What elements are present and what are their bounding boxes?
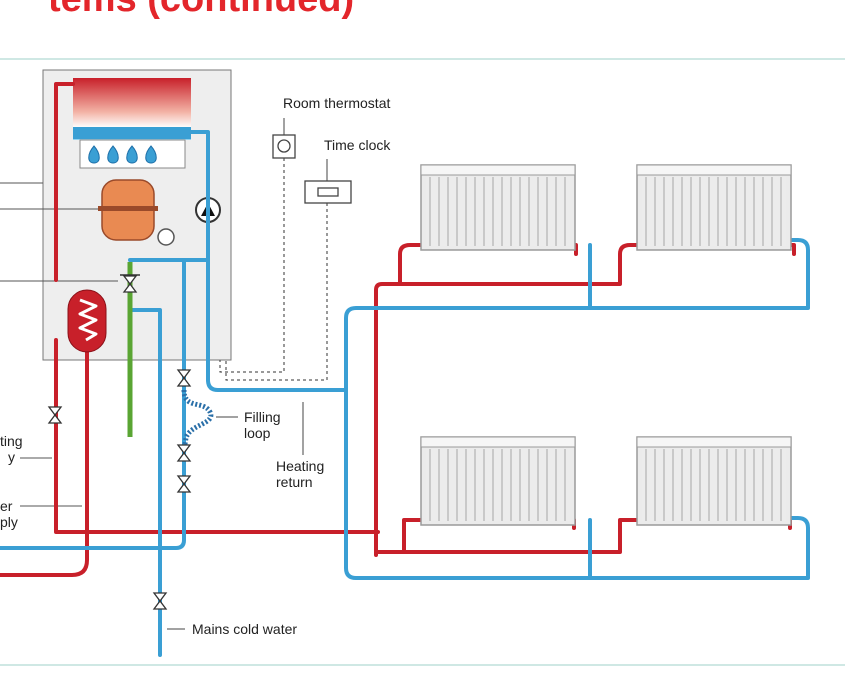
page-title: tems (continued) [48,0,354,21]
label-time-clock: Time clock [324,137,391,153]
label-heating-return-line1: Heating [276,458,325,474]
control-wiring [219,158,328,381]
valves [47,275,192,610]
heating-return-pipes [0,130,810,657]
label-room-thermostat: Room thermostat [283,95,391,111]
valve-icon [47,406,63,424]
radiator-top-left [420,164,576,251]
label-heating-return-line2: return [276,474,313,490]
radiator-bottom-left [420,436,576,526]
valve-icon [122,275,138,293]
heat-exchanger-water [73,127,191,139]
expansion-vessel-band [98,206,158,211]
thermostat-dial-icon [277,139,291,153]
time-clock-display [317,187,339,197]
leader-lines-right [167,402,304,630]
flame-icon [88,145,157,164]
heating-flow-pipes [0,82,796,577]
valve-icon [176,475,192,493]
filling-loop-hose [181,389,214,451]
label-heating-flow-line1: ting [0,433,23,449]
label-heating-flow-line2: y [8,449,15,465]
label-filling-loop-line1: Filling [244,409,281,425]
pressure-gauge [157,228,175,246]
radiator-bottom-right [636,436,792,526]
radiators [420,164,792,526]
label-hot-water-supply-line2: ply [0,514,18,530]
radiator-top-right [636,164,792,251]
valve-icon [176,444,192,462]
coil-icon [78,298,98,342]
label-hot-water-supply-line1: er [0,498,13,514]
bottom-divider [0,664,845,666]
valve-icon [176,369,192,387]
label-mains-cold-water: Mains cold water [192,621,298,637]
label-filling-loop-line2: loop [244,425,271,441]
leader-lines-left [0,182,118,507]
valve-icon [152,592,168,610]
top-divider [0,58,845,60]
hot-water-heat-exchanger [67,289,107,353]
